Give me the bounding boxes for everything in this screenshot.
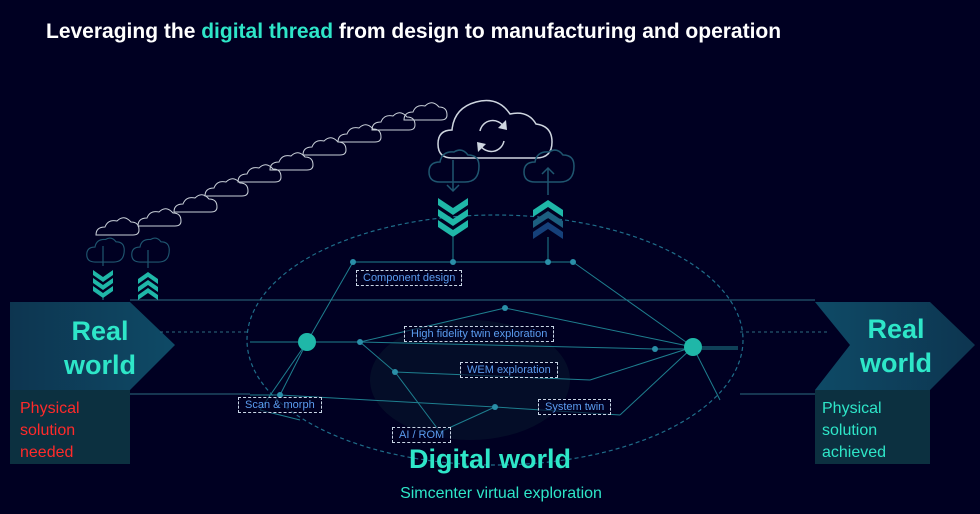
left-note-line2: solution	[20, 422, 76, 439]
right-note-line1: Physical	[822, 400, 882, 417]
digital-world-title: Digital world	[409, 444, 571, 474]
left-note-line3: needed	[20, 444, 74, 461]
left-chevron-up-icon	[138, 272, 158, 300]
title-post: from design to manufacturing and operati…	[333, 20, 782, 43]
right-real-world-arrow	[815, 302, 975, 390]
slide-title: Leveraging the digital thread from desig…	[46, 20, 781, 44]
title-highlight: digital thread	[201, 20, 334, 43]
upload-cloud-icon	[523, 149, 575, 195]
left-chevron-down-icon	[93, 270, 113, 298]
main-lines	[130, 299, 830, 395]
right-note-line2: solution	[822, 422, 878, 439]
right-note-panel	[815, 390, 930, 464]
high-fidelity-box: High fidelity twin exploration	[404, 326, 555, 342]
left-note: Physical solution needed	[20, 398, 80, 464]
scan-morph-box: Scan & morph	[238, 397, 322, 413]
right-real-world-label: Real world	[836, 312, 956, 380]
right-real-line1: Real	[867, 314, 925, 344]
chevron-up-icon	[533, 200, 563, 239]
network-nodes	[277, 259, 702, 410]
chevron-down-icon	[438, 198, 468, 237]
left-real-world-label: Real world	[40, 314, 160, 382]
left-real-line2: world	[64, 350, 136, 380]
right-note: Physical solution achieved	[822, 398, 886, 464]
system-twin-box: System twin	[538, 399, 612, 415]
left-real-line1: Real	[71, 316, 129, 346]
digital-world-watermark	[370, 320, 570, 440]
ai-rom-box: AI / ROM	[392, 427, 452, 443]
left-download-cloud-icon	[86, 237, 125, 266]
right-note-line3: achieved	[822, 444, 887, 461]
download-cloud-icon	[428, 149, 480, 193]
digital-world-ellipse	[246, 214, 744, 466]
wem-exploration-box: WEM exploration	[460, 362, 558, 378]
left-real-world-arrow	[10, 302, 175, 390]
cloud-chain	[95, 102, 448, 236]
left-upload-cloud-icon	[131, 237, 170, 268]
component-design-box: Component design	[356, 270, 463, 286]
left-note-line1: Physical	[20, 400, 80, 417]
sync-cloud-icon	[437, 99, 553, 159]
right-real-line2: world	[860, 348, 932, 378]
title-pre: Leveraging the	[46, 20, 202, 43]
digital-world-subtitle: Simcenter virtual exploration	[400, 485, 602, 502]
left-note-panel	[10, 390, 130, 464]
